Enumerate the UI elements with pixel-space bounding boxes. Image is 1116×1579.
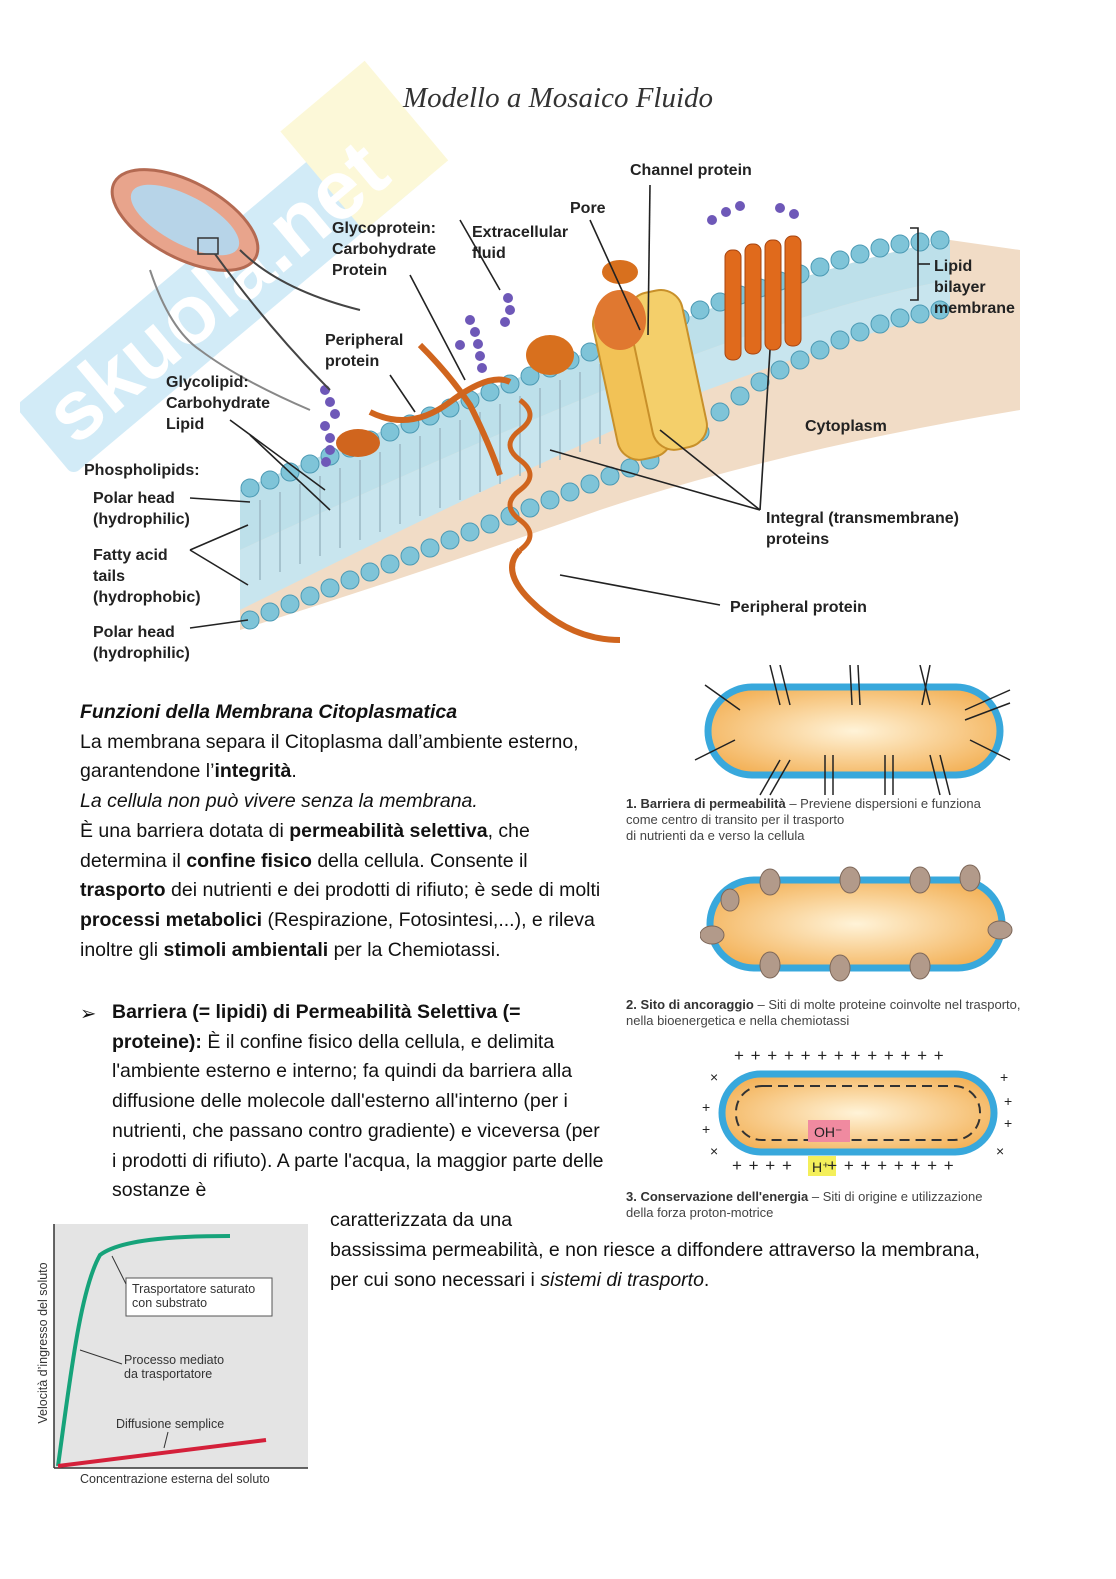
graph-mediated-label: Processo mediato da trasportatore [124, 1353, 225, 1381]
fluid-mosaic-diagram [110, 168, 1020, 643]
label-glycoprotein: Glycoprotein: Carbohydrate Protein [332, 220, 437, 279]
svg-text:×: × [996, 1143, 1004, 1159]
cell-3-desc: – Siti di origine e utilizzazione della … [626, 1189, 983, 1220]
text-bold: stimoli ambientali [163, 938, 329, 961]
label-polar-head-top: Polar head (hydrophilic) [93, 490, 190, 528]
paragraph-2: La cellula non può vivere senza la membr… [80, 790, 478, 813]
text-span: La membrana separa il Citoplasma dall’am… [80, 730, 579, 783]
label-pore: Pore [570, 200, 606, 217]
label-phospholipids: Phospholipids: [84, 462, 200, 479]
svg-text:×: × [710, 1069, 718, 1085]
label-polar-head-bottom: Polar head (hydrophilic) [93, 624, 190, 662]
main-text: Funzioni della Membrana Citoplasmatica L… [80, 698, 610, 965]
svg-text:+: + [1004, 1093, 1012, 1109]
label-fatty-acid-tails: Fatty acid tails (hydrophobic) [93, 547, 201, 606]
label-cytoplasm: Cytoplasm [805, 418, 887, 435]
bullet-text: È il confine fisico della cellula, e del… [112, 1030, 604, 1202]
bullet-marker: ➢ [80, 1003, 97, 1025]
graph-diffusion-label: Diffusione semplice [116, 1417, 225, 1431]
label-peripheral-protein-top: Peripheral protein [325, 332, 404, 370]
cell-2-caption: 2. Sito di ancoraggio – Siti di molte pr… [626, 997, 1106, 1029]
text-span: . [703, 1268, 710, 1291]
label-lipid-bilayer: Lipid bilayer membrane [934, 258, 1015, 317]
figure-title: Modello a Mosaico Fluido [402, 82, 714, 114]
label-integral-proteins: Integral (transmembrane) proteins [766, 510, 959, 548]
text-span: per la Chemiotassi. [328, 938, 501, 961]
watermark-logo: skuola.net [20, 60, 449, 473]
continuation-2: bassissima permeabilità, e non riesce a … [330, 1236, 990, 1295]
plus-row-top: + + + + + + + + + + + + + [734, 1046, 945, 1065]
text-bold: processi metabolici [80, 908, 263, 931]
svg-text:+: + [702, 1121, 710, 1137]
section-heading: Funzioni della Membrana Citoplasmatica [80, 701, 458, 723]
cell-1-caption: 1. Barriera di permeabilità – Previene d… [626, 796, 1096, 844]
label-channel-protein: Channel protein [630, 162, 752, 179]
cell-1-desc: – Previene dispersioni e funziona come c… [626, 796, 981, 843]
transport-graph [53, 1224, 308, 1469]
cell-2-desc: – Siti di molte proteine coinvolte nel t… [626, 997, 1021, 1028]
text-bold: trasporto [80, 879, 166, 902]
svg-text:×: × [710, 1143, 718, 1159]
cell-2-title: 2. Sito di ancoraggio [626, 997, 754, 1012]
label-extracellular-fluid: Extracellular fluid [472, 224, 569, 262]
label-peripheral-protein-bottom: Peripheral protein [730, 599, 867, 616]
text-span: , che determina il [80, 819, 530, 872]
cell-1-illustration [694, 665, 1011, 796]
text-span: bassissima permeabilità, e non riesce a … [330, 1239, 980, 1291]
plus-row-bottom: + + + + + + + + + + + + [732, 1156, 955, 1175]
oh-label: OH⁻ [814, 1124, 843, 1140]
label-glycolipid: Glycolipid: Carbohydrate Lipid [166, 374, 271, 433]
text-span: della cellula. Consente il [311, 849, 528, 872]
text-span: dei nutrienti e dei prodotti di rifiuto;… [165, 879, 601, 902]
graph-y-label: Velocità d’ingresso del soluto [36, 1262, 50, 1424]
continuation-1: caratterizzata da una [330, 1209, 513, 1231]
text-span: È una barriera dotata di [80, 819, 290, 842]
bullet-paragraph: Barriera (= lipidi) di Permeabilità Sele… [112, 998, 604, 1206]
text-span: . [291, 760, 297, 783]
svg-text:+: + [1000, 1069, 1008, 1085]
paragraph-3: È una barriera dotata di permeabilità se… [80, 817, 610, 966]
text-italic: sistemi di trasporto [540, 1268, 704, 1291]
text-span: (Respirazione, Fotosintesi,...), e rilev… [80, 908, 595, 961]
cell-3-illustration: ×++× +++× [702, 1069, 1012, 1176]
svg-text:+: + [702, 1099, 710, 1115]
cell-3-title: 3. Conservazione dell'energia [626, 1189, 809, 1204]
bullet-bold: Barriera (= lipidi) di Permeabilità Sele… [112, 1001, 521, 1053]
cell-2-illustration [700, 864, 1013, 982]
text-bold: confine fisico [186, 849, 312, 872]
text-bold: integrità [214, 760, 292, 783]
h-label: H⁺ [812, 1159, 830, 1175]
graph-box-label: Trasportatore saturato con substrato [132, 1282, 256, 1310]
cell-3-caption: 3. Conservazione dell'energia – Siti di … [626, 1189, 1096, 1221]
text-bold: permeabilità selettiva [289, 819, 488, 842]
graph-x-label: Concentrazione esterna del soluto [80, 1472, 270, 1486]
cell-1-title: 1. Barriera di permeabilità [626, 796, 786, 811]
paragraph-1: La membrana separa il Citoplasma dall’am… [80, 728, 610, 787]
svg-text:+: + [1004, 1115, 1012, 1131]
